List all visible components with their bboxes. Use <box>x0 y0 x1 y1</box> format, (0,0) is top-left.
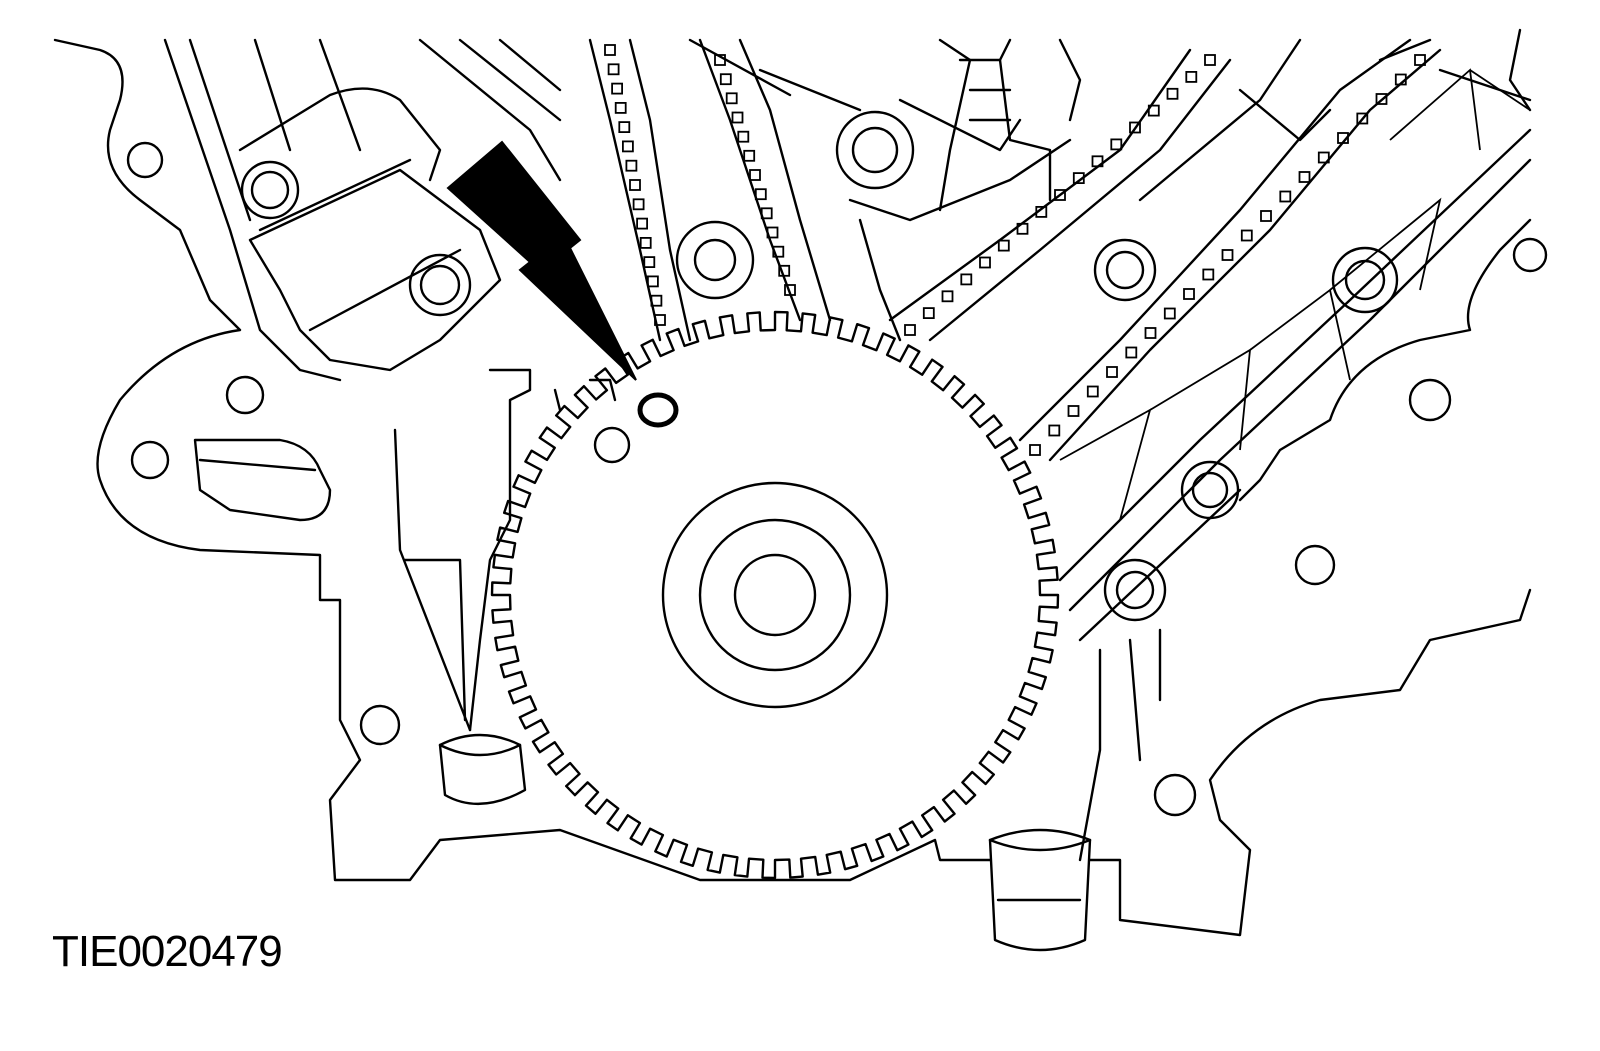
chain-link <box>725 92 738 105</box>
chain-link <box>1016 222 1029 235</box>
chain-links-center <box>604 44 796 326</box>
left-oil-passage <box>193 438 332 522</box>
chain-link <box>772 245 785 258</box>
chain-link <box>1166 87 1179 100</box>
left-mounting-holes <box>126 141 472 746</box>
chain-link <box>1317 151 1330 164</box>
engine-block-outline <box>53 28 1532 937</box>
chain-link <box>1183 288 1195 300</box>
chain-link <box>941 290 954 303</box>
chain-link <box>625 159 638 172</box>
chain-link <box>1240 229 1253 242</box>
chain-link <box>607 63 620 76</box>
right-mounting-holes <box>1093 237 1548 817</box>
chain-link <box>766 226 779 239</box>
chain-link <box>1035 205 1048 218</box>
chain-link <box>1086 385 1099 398</box>
timing-mark-circle <box>593 392 679 464</box>
chain-link <box>1394 73 1407 86</box>
chain-link <box>629 179 641 191</box>
chain-link <box>1356 112 1369 125</box>
chain-link <box>654 314 666 326</box>
chain-link <box>754 188 767 201</box>
chain-link <box>1414 54 1426 66</box>
chain-link <box>737 130 750 143</box>
chain-link <box>904 324 916 336</box>
chain-link <box>1279 190 1292 203</box>
chain-link <box>643 256 656 269</box>
chain-link <box>760 207 773 220</box>
chain-link <box>604 44 616 56</box>
secondary-timing-chain <box>888 38 1442 462</box>
chain-link <box>1091 155 1104 168</box>
chain-link <box>1054 189 1066 201</box>
right-dowel <box>988 828 1092 952</box>
chain-link <box>1163 307 1176 320</box>
crankshaft-sprocket <box>490 310 1060 880</box>
chain-link <box>719 73 732 86</box>
chain-link <box>639 236 652 249</box>
chain-link <box>778 264 791 277</box>
chain-link <box>1067 405 1080 417</box>
chain-link <box>1029 444 1041 456</box>
chain-link <box>1048 424 1061 437</box>
chain-link <box>1144 327 1157 339</box>
chain-link <box>784 284 796 296</box>
chain-link <box>636 217 648 230</box>
chain-link <box>1125 346 1138 359</box>
chain-link <box>1260 210 1272 222</box>
chain-link <box>1185 71 1198 83</box>
chain-link <box>611 82 623 95</box>
chain-link <box>749 169 761 181</box>
chain-link <box>922 307 935 320</box>
chain-link <box>1375 93 1388 105</box>
chain-link <box>997 239 1010 252</box>
chain-link <box>622 140 634 153</box>
chain-link <box>614 102 627 114</box>
chain-link <box>1106 366 1118 378</box>
chain-link <box>731 111 744 124</box>
right-lower-rails <box>1078 628 1162 862</box>
figure-id-label: TIE0020479 <box>52 927 283 976</box>
chain-link <box>647 275 659 288</box>
right-tensioner-arm <box>1058 38 1532 642</box>
upper-center-guide <box>848 38 1082 342</box>
chain-link <box>1202 268 1215 281</box>
left-tensioner-assembly <box>163 38 562 382</box>
chain-link <box>1337 132 1349 144</box>
chain-link <box>650 294 663 307</box>
chain-link <box>960 273 973 286</box>
left-dowel <box>438 733 527 805</box>
chain-links-right <box>904 54 1426 456</box>
chain-link <box>632 198 645 211</box>
primary-timing-chain <box>588 38 832 342</box>
chain-link <box>1221 249 1234 261</box>
arrow-icon <box>446 140 637 381</box>
right-webbing <box>1059 68 1531 521</box>
chain-link <box>1298 171 1311 183</box>
chain-link <box>1129 121 1141 134</box>
chain-link <box>1072 172 1085 185</box>
chain-link <box>1147 104 1160 117</box>
chain-link <box>979 256 991 269</box>
chain-link <box>1204 54 1216 66</box>
idler-sprockets <box>675 38 1022 300</box>
chain-link <box>743 149 756 162</box>
chain-link <box>1110 138 1123 151</box>
chain-link <box>618 121 631 133</box>
left-chain-guide <box>393 368 617 732</box>
